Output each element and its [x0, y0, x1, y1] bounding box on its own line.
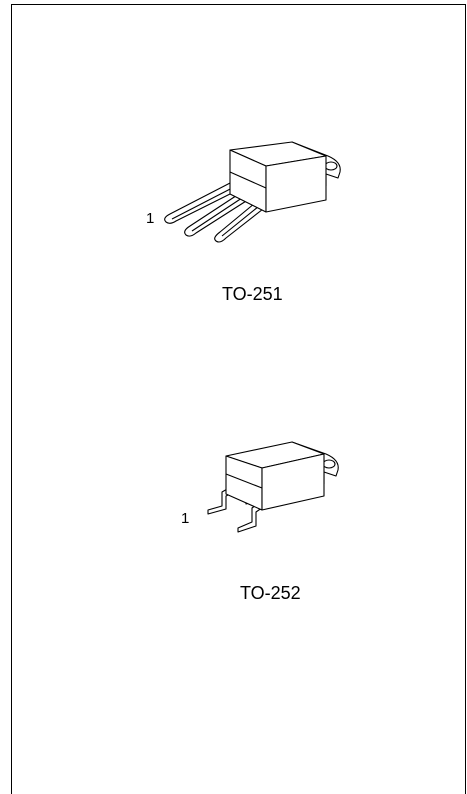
to251-package-name: TO-251 — [222, 284, 283, 304]
to252-pin1-label: 1 — [181, 510, 190, 527]
to252-package-name: TO-252 — [240, 583, 301, 603]
figure-panel — [11, 4, 466, 794]
to251-package-drawing — [164, 141, 341, 243]
to252-package-drawing — [207, 441, 339, 533]
to251-pin1-label: 1 — [146, 210, 155, 227]
